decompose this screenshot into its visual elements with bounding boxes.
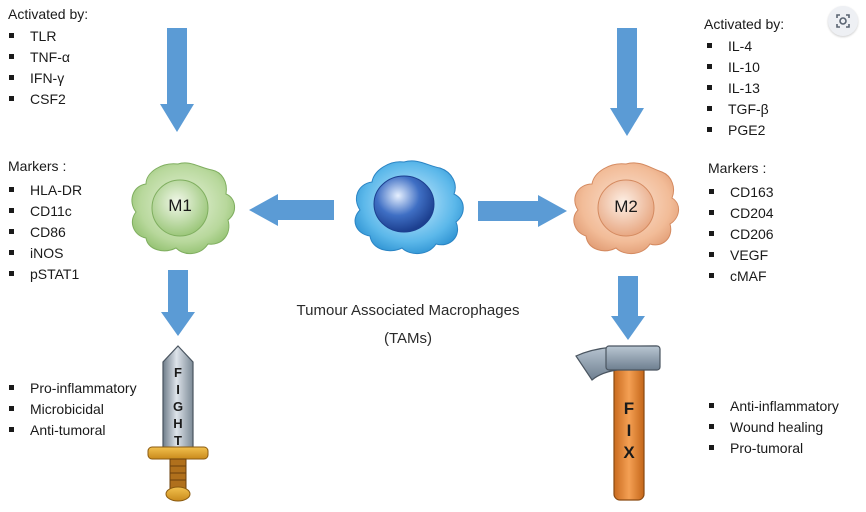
sword-icon: [147, 345, 209, 502]
sword-letter: G: [172, 399, 184, 414]
center-title: Tumour Associated Macrophages: [296, 302, 520, 319]
center-abbr: (TAMs): [383, 330, 433, 347]
m2-macrophage-cell: [573, 162, 679, 254]
list-item: CD11c: [6, 201, 82, 222]
list-item: Wound healing: [706, 417, 839, 438]
hammer-letters: F I X: [618, 398, 640, 464]
list-item: IL-4: [704, 36, 769, 57]
list-item: IL-10: [704, 57, 769, 78]
right-markers-title: Markers :: [708, 160, 767, 176]
right-functions-list: Anti-inflammatory Wound healing Pro-tumo…: [706, 396, 839, 459]
list-item: TNF-α: [6, 47, 70, 68]
hammer-letter: X: [623, 443, 635, 462]
list-item: CSF2: [6, 89, 70, 110]
list-item: cMAF: [706, 266, 774, 287]
list-item: HLA-DR: [6, 180, 82, 201]
left-markers-title: Markers :: [8, 158, 67, 174]
m1-label: M1: [168, 196, 192, 215]
list-item: TLR: [6, 26, 70, 47]
m1-macrophage-cell: [131, 162, 235, 254]
arrow-left-to-m1: [249, 194, 334, 226]
list-item: Anti-inflammatory: [706, 396, 839, 417]
visual-search-icon: [836, 14, 850, 28]
visual-search-button[interactable]: [828, 6, 858, 36]
left-activators-list: TLR TNF-α IFN-γ CSF2: [6, 26, 70, 110]
right-activators-list: IL-4 IL-10 IL-13 TGF-β PGE2: [704, 36, 769, 141]
list-item: IL-13: [704, 78, 769, 99]
tam-macrophage-cell: [354, 160, 464, 254]
left-functions-list: Pro-inflammatory Microbicidal Anti-tumor…: [6, 378, 137, 441]
list-item: IFN-γ: [6, 68, 70, 89]
list-item: CD204: [706, 203, 774, 224]
arrow-right-to-m2: [478, 195, 567, 227]
list-item: Pro-inflammatory: [6, 378, 137, 399]
hammer-icon: [575, 345, 661, 501]
sword-letter: T: [174, 433, 182, 448]
list-item: iNOS: [6, 243, 82, 264]
sword-letter: H: [173, 416, 183, 431]
hammer-letter: F: [623, 399, 635, 418]
left-markers-list: HLA-DR CD11c CD86 iNOS pSTAT1: [6, 180, 82, 285]
list-item: Microbicidal: [6, 399, 137, 420]
list-item: TGF-β: [704, 99, 769, 120]
list-item: CD163: [706, 182, 774, 203]
sword-letter: I: [176, 382, 180, 397]
list-item: pSTAT1: [6, 264, 82, 285]
list-item: CD206: [706, 224, 774, 245]
arrow-down-left-top: [160, 28, 194, 132]
arrow-down-right-bottom: [611, 276, 645, 340]
arrow-down-left-bottom: [161, 270, 195, 336]
list-item: VEGF: [706, 245, 774, 266]
arrow-down-right-top: [610, 28, 644, 136]
list-item: Anti-tumoral: [6, 420, 137, 441]
list-item: CD86: [6, 222, 82, 243]
hammer-letter: I: [626, 421, 632, 440]
m2-label: M2: [614, 197, 638, 216]
right-activated-title: Activated by:: [704, 16, 785, 32]
list-item: PGE2: [704, 120, 769, 141]
right-markers-list: CD163 CD204 CD206 VEGF cMAF: [706, 182, 774, 287]
sword-letter: F: [174, 365, 182, 380]
sword-letters: F I G H T: [168, 364, 188, 449]
list-item: Pro-tumoral: [706, 438, 839, 459]
left-activated-title: Activated by:: [8, 6, 89, 22]
